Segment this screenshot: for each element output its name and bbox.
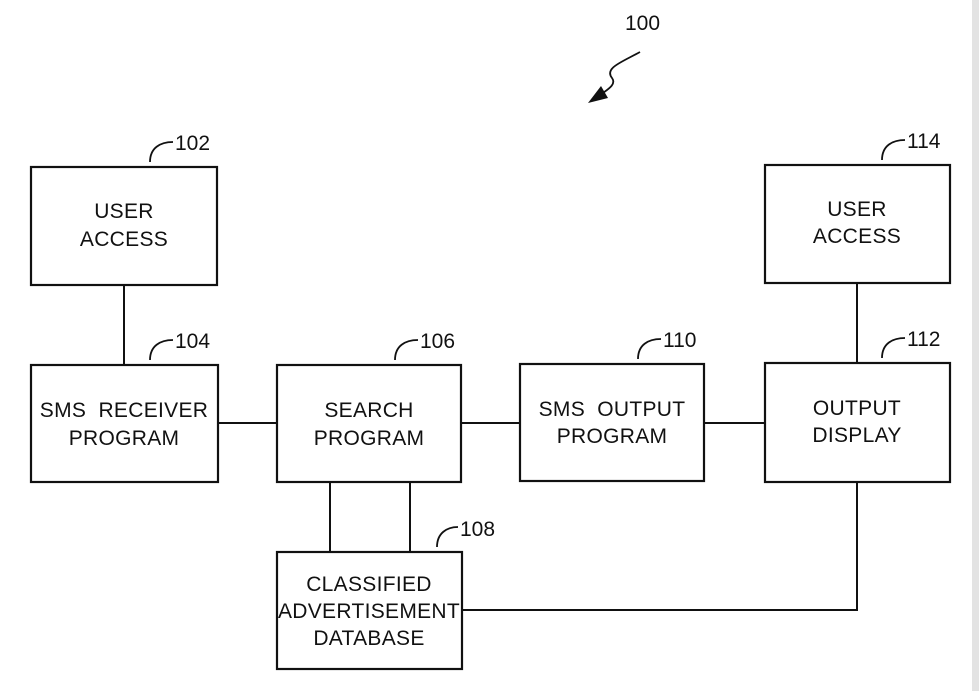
- ref-number-110: 110: [663, 329, 696, 352]
- block-search-program: SEARCH PROGRAM 106: [277, 330, 461, 482]
- box-sms-receiver: [31, 365, 218, 482]
- label-line-1: SMS OUTPUT: [539, 398, 686, 421]
- ref-leader-104: [150, 340, 173, 360]
- label-line-1: SMS RECEIVER: [40, 399, 208, 422]
- block-user-access-right: USER ACCESS 114: [765, 130, 950, 283]
- label-line-1: USER: [827, 198, 887, 221]
- arrowhead-icon: [588, 86, 608, 103]
- label-line-2: ACCESS: [813, 225, 901, 248]
- label-line-1: OUTPUT: [813, 397, 901, 420]
- figure-reference: 100: [588, 12, 660, 103]
- label-line-2: PROGRAM: [69, 427, 180, 450]
- label-line-2: PROGRAM: [314, 427, 425, 450]
- ref-leader-102: [150, 142, 173, 162]
- ref-leader-108: [437, 527, 458, 547]
- label-line-2: PROGRAM: [557, 425, 668, 448]
- box-user-access-right: [765, 165, 950, 283]
- box-output-display: [765, 363, 950, 482]
- label-line-3: DATABASE: [313, 627, 424, 650]
- block-database: CLASSIFIED ADVERTISEMENT DATABASE 108: [277, 518, 495, 669]
- label-line-1: USER: [94, 200, 154, 223]
- label-line-2: ACCESS: [80, 228, 168, 251]
- label-line-1: CLASSIFIED: [306, 573, 432, 596]
- label-line-2: ADVERTISEMENT: [278, 600, 460, 623]
- ref-number-104: 104: [175, 330, 210, 353]
- label-line-1: SEARCH: [324, 399, 413, 422]
- ref-number-114: 114: [907, 130, 941, 153]
- wire-108-112: [462, 482, 857, 610]
- ref-number-108: 108: [460, 518, 495, 541]
- scan-edge-shadow: [972, 0, 979, 691]
- block-sms-output: SMS OUTPUT PROGRAM 110: [520, 329, 704, 481]
- box-sms-output: [520, 364, 704, 481]
- ref-leader-110: [638, 339, 661, 359]
- ref-number-112: 112: [907, 328, 940, 351]
- box-user-access-left: [31, 167, 217, 285]
- connections: [124, 283, 857, 610]
- figure-ref-number: 100: [625, 12, 660, 35]
- box-search-program: [277, 365, 461, 482]
- ref-number-106: 106: [420, 330, 455, 353]
- block-user-access-left: USER ACCESS 102: [31, 132, 217, 285]
- ref-leader-114: [882, 140, 905, 160]
- label-line-2: DISPLAY: [812, 424, 901, 447]
- ref-leader-106: [395, 340, 418, 360]
- ref-number-102: 102: [175, 132, 210, 155]
- ref-leader-112: [882, 338, 905, 358]
